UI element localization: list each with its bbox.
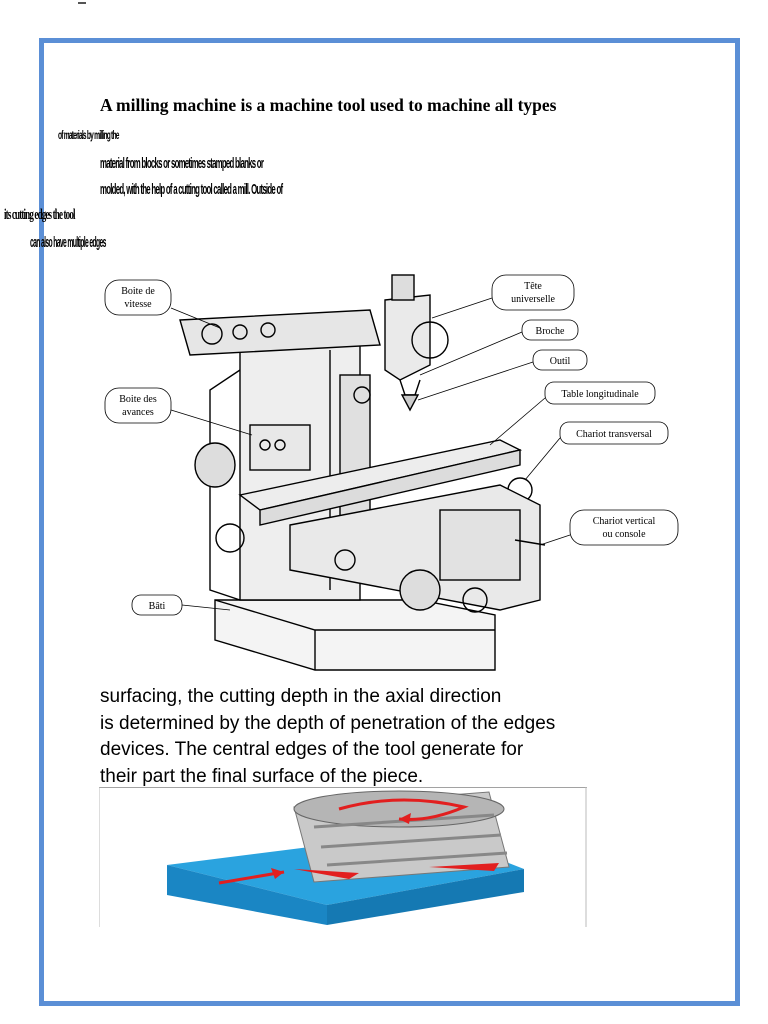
paragraph-line-2: is determined by the depth of penetratio… [100,712,556,734]
label-bati: Bâti [131,594,231,616]
label-boite-avances: Boite des avances [104,387,253,436]
machine-drawing [179,274,546,671]
svg-text:Outil: Outil [550,356,571,367]
milling-machine-diagram: Boite de vitesse Tête universelle Broche… [104,274,679,671]
svg-text:Table longitudinale: Table longitudinale [561,389,639,400]
paragraph-line-4: their part the final surface of the piec… [100,765,424,787]
svg-text:Boite de: Boite de [121,286,155,297]
svg-text:Chariot vertical: Chariot vertical [593,516,656,527]
svg-text:Broche: Broche [536,326,565,337]
heading-text: A milling machine is a machine tool used… [100,95,557,115]
body-line-2: material from blocks or sometimes stampe… [100,155,264,172]
face-milling-illustration [99,787,587,927]
label-tete-universelle: Tête universelle [431,274,575,319]
workpiece-side [327,869,524,925]
svg-text:ou console: ou console [602,529,646,540]
label-table-longitudinale: Table longitudinale [489,381,656,446]
svg-text:Boite des: Boite des [119,394,157,405]
body-line-5: can also have multiple edges [30,234,106,251]
svg-text:Tête: Tête [524,281,542,292]
page-frame [39,38,740,1006]
svg-text:avances: avances [122,407,154,418]
label-broche: Broche [419,319,579,376]
label-chariot-transversal: Chariot transversal [524,421,669,481]
svg-text:universelle: universelle [511,294,555,305]
cut-zone [294,869,359,879]
label-chariot-vertical: Chariot vertical ou console [539,509,679,546]
label-outil: Outil [417,349,588,401]
label-boite-vitesse: Boite de vitesse [104,279,221,329]
svg-text:vitesse: vitesse [124,299,152,310]
body-line-3: molded, with the help of a cutting tool … [100,181,283,198]
workpiece-front [167,865,327,925]
header-mark [78,2,86,4]
paragraph-line-3: devices. The central edges of the tool g… [100,739,524,760]
body-line-4: its cutting edges the tool [4,207,75,223]
rotation-arrow [338,798,469,821]
svg-text:Chariot transversal: Chariot transversal [576,429,652,440]
svg-text:Bâti: Bâti [149,601,166,612]
body-paragraph: surfacing, the cutting depth in the axia… [100,684,600,790]
paragraph-line-1: surfacing, the cutting depth in the axia… [100,686,502,707]
body-line-1: of materials by milling the [58,128,119,142]
